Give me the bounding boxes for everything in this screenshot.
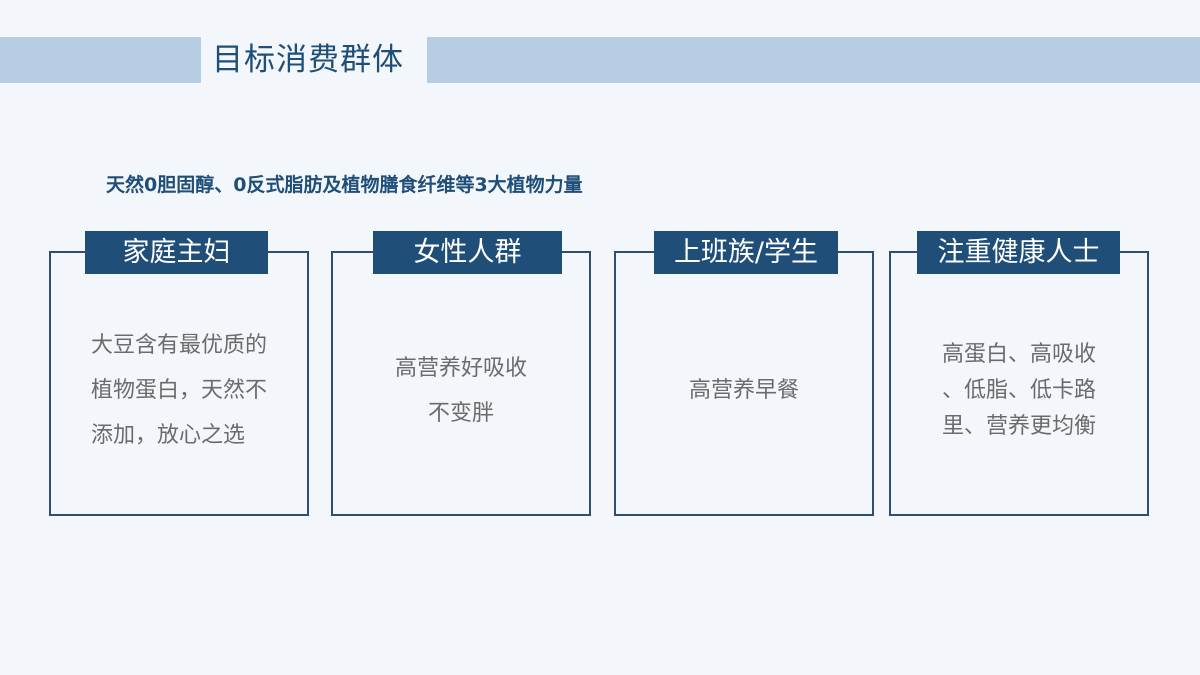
card-text-line: 植物蛋白，天然不 — [90, 378, 267, 403]
page-title: 目标消费群体 — [212, 42, 404, 78]
card-body: 大豆含有最优质的 植物蛋白，天然不 添加，放心之选 — [51, 253, 307, 514]
card-tag-health-conscious: 注重健康人士 — [917, 231, 1120, 274]
header-bar-left — [0, 37, 201, 83]
card-health-conscious: 高蛋白、高吸收 、低脂、低卡路 里、营养更均衡 — [889, 251, 1149, 516]
card-housewives: 大豆含有最优质的 植物蛋白，天然不 添加，放心之选 — [49, 251, 309, 516]
card-tag-office-students: 上班族/学生 — [654, 231, 838, 274]
card-text-line: 高蛋白、高吸收 — [941, 341, 1096, 367]
card-text-line: 、低脂、低卡路 — [941, 377, 1096, 403]
subtitle: 天然0胆固醇、0反式脂肪及植物膳食纤维等3大植物力量 — [106, 174, 583, 196]
card-text-line: 添加，放心之选 — [90, 423, 245, 448]
card-text-line: 里、营养更均衡 — [941, 413, 1096, 439]
card-office-students: 高营养早餐 — [614, 251, 874, 516]
card-text-line: 高营养好吸收 — [394, 355, 527, 381]
card-body: 高营养好吸收 不变胖 — [333, 253, 589, 514]
card-text-line: 不变胖 — [427, 400, 494, 426]
card-women: 高营养好吸收 不变胖 — [331, 251, 591, 516]
card-body: 高蛋白、高吸收 、低脂、低卡路 里、营养更均衡 — [891, 253, 1147, 514]
card-text-line: 大豆含有最优质的 — [90, 333, 267, 358]
card-body: 高营养早餐 — [616, 253, 872, 514]
card-tag-housewives: 家庭主妇 — [85, 231, 268, 274]
card-text-line: 高营养早餐 — [688, 378, 799, 403]
card-tag-women: 女性人群 — [373, 231, 562, 274]
header-bar-right — [427, 37, 1200, 83]
